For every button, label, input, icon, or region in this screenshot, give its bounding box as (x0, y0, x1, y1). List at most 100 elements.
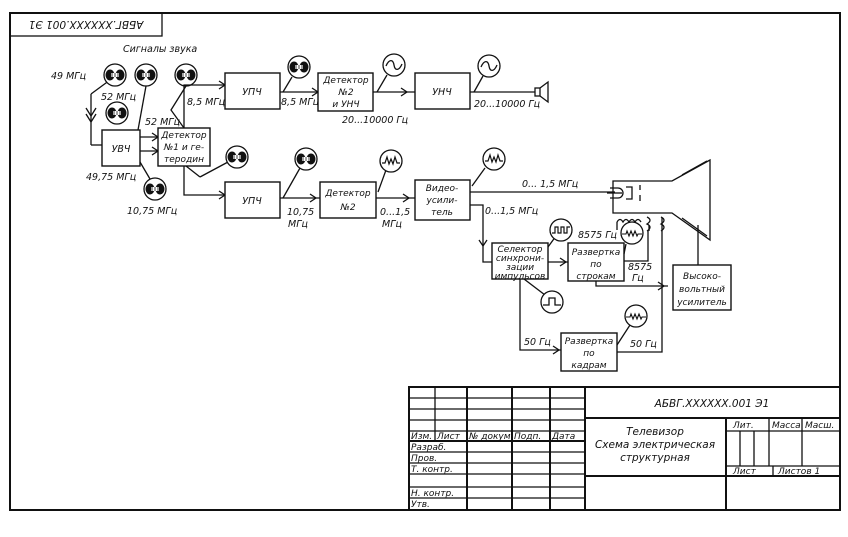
block-detector-2-video-line: Детектор (324, 189, 371, 199)
title-block-title-line: Схема электрическая (595, 439, 715, 451)
tb-row-nkontr: Н. контр. (411, 489, 454, 499)
sine-wave-icon (477, 54, 501, 78)
am-spectrum-icon (134, 63, 158, 87)
block-uvch-label: УВЧ (112, 144, 131, 155)
am-spectrum-icon (103, 63, 127, 87)
freq-20-10000hz-b: 20...10000 Гц (474, 99, 540, 110)
tb-col-list: Лист (436, 432, 461, 442)
freq-8-5mhz-b: 8,5 МГц (281, 97, 319, 108)
block-detector-1-line: теродин (164, 155, 204, 165)
am-spectrum-icon (287, 55, 311, 79)
block-video-amp (414, 179, 471, 221)
block-detector-2-video (319, 181, 377, 219)
block-detector-2-unch-line: и УНЧ (332, 100, 359, 110)
freq-49mhz: 49 МГц (51, 71, 86, 82)
tb-mass: Масса (772, 421, 801, 431)
block-frame-scan (560, 332, 618, 372)
video-signal-icon (379, 149, 403, 173)
block-hv-amplifier-line: вольтный (679, 285, 725, 295)
block-upch-video (224, 181, 281, 219)
freq-8575hz-b2: Гц (632, 273, 644, 284)
sawtooth-icon (620, 221, 644, 245)
block-line-scan (567, 242, 625, 282)
block-upch-sound (224, 72, 281, 110)
freq-10-75mhz-b1: 10,75 (287, 207, 314, 218)
block-video-amp-line: тель (431, 208, 453, 218)
freq-50hz-b: 50 Гц (630, 339, 657, 350)
block-line-scan-line: по (590, 260, 602, 270)
freq-20-10000hz-a: 20...10000 Гц (342, 115, 408, 126)
freq-50hz-a: 50 Гц (524, 337, 551, 348)
am-spectrum-icon (105, 101, 129, 125)
block-line-scan-line: строкам (576, 272, 615, 282)
block-detector-2-unch-line: №2 (337, 88, 353, 98)
am-spectrum-icon (294, 147, 318, 171)
tb-row-utv: Утв. (411, 500, 430, 510)
antenna-input (85, 79, 111, 146)
rotated-stamp-text: АБВГ.XXXXXX.001 Э1 (29, 18, 145, 30)
block-uvch (101, 129, 141, 167)
block-detector-1 (157, 127, 211, 167)
am-spectrum-icon (225, 145, 249, 169)
block-video-amp-line: усили- (426, 196, 458, 206)
sawtooth-icon (624, 304, 648, 328)
block-hv-amplifier-line: усилитель (676, 298, 727, 308)
am-spectrum-icon (174, 63, 198, 87)
freq-10-75mhz-b2: МГц (288, 219, 308, 230)
video-signal-icon (482, 147, 506, 171)
block-detector-2-unch (317, 72, 374, 112)
freq-52mhz-a: 52 МГц (101, 92, 136, 103)
tb-scale: Масш. (805, 421, 834, 431)
freq-0-1-5mhz-b: 0...1,5 МГц (485, 206, 538, 217)
tb-row-tkontr: Т. контр. (411, 465, 453, 475)
title-block (408, 386, 841, 511)
pulse-icon (549, 218, 573, 242)
freq-8-5mhz-a: 8,5 МГц (187, 97, 225, 108)
block-sync-selector-line: синхрони- (496, 254, 544, 264)
block-frame-scan-line: кадрам (571, 361, 606, 371)
tb-sheets: Листов 1 (777, 467, 820, 477)
block-frame-scan-line: по (583, 349, 595, 359)
tb-sheet: Лист (732, 467, 757, 477)
tb-col-date: Дата (551, 432, 575, 442)
block-unch-label: УНЧ (432, 87, 452, 98)
block-upch-video-label: УПЧ (242, 196, 262, 207)
title-block-doc-code: АБВГ.XXXXXX.001 Э1 (654, 398, 770, 410)
block-sync-selector-line: импульсов (495, 272, 546, 282)
tb-col-doc-no: № докум. (468, 432, 513, 442)
title-block-title-line: Телевизор (626, 426, 684, 438)
block-detector-2-unch-line: Детектор (322, 76, 369, 86)
freq-0-1-5mhz-a2: МГц (382, 219, 402, 230)
tb-col-sign: Подп. (514, 432, 541, 442)
tb-row-razrab: Разраб. (411, 443, 446, 453)
block-detector-1-line: Детектор (160, 131, 207, 141)
title-block-title-line: структурная (620, 452, 690, 464)
am-spectrum-icon (143, 177, 167, 201)
speaker-icon (534, 80, 549, 104)
block-upch-sound-label: УПЧ (242, 87, 262, 98)
block-video-amp-line: Видео- (426, 184, 459, 194)
block-hv-amplifier-line: Высоко- (683, 272, 721, 282)
pulse-icon (540, 290, 564, 314)
freq-8575hz-a: 8575 Гц (578, 230, 617, 241)
block-detector-2-video-line: №2 (339, 203, 355, 213)
rotated-stamp-box (9, 12, 163, 37)
tb-lit: Лит. (732, 421, 754, 431)
sound-signals-label: Сигналы звука (123, 44, 197, 55)
sine-wave-icon (382, 53, 406, 77)
freq-10-75mhz-a: 10,75 МГц (127, 206, 177, 217)
tb-col-izm: Изм. (411, 432, 432, 442)
block-sync-selector-line: зации (506, 263, 534, 273)
freq-8575hz-b1: 8575 (628, 262, 652, 273)
freq-0-1-5mhz-a1: 0...1,5 (380, 207, 410, 218)
block-line-scan-line: Развертка (572, 248, 620, 258)
tb-row-prov: Пров. (411, 454, 437, 464)
block-sync-selector-line: Селектор (497, 245, 542, 255)
block-hv-amplifier (672, 264, 732, 311)
block-frame-scan-line: Развертка (565, 337, 613, 347)
freq-0-1-5mhz-c: 0... 1,5 МГц (522, 179, 578, 190)
block-sync-selector (491, 242, 549, 280)
block-unch (414, 72, 471, 110)
freq-49-75mhz: 49,75 МГц (86, 172, 136, 183)
